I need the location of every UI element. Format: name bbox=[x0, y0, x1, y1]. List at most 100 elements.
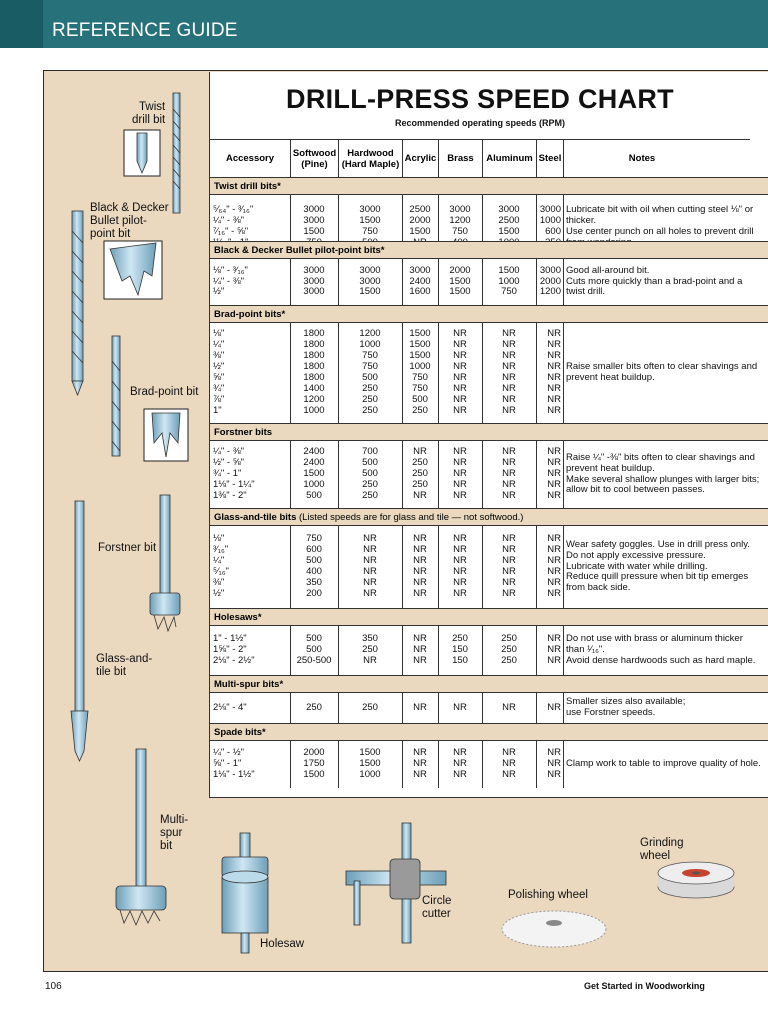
page-number: 106 bbox=[45, 981, 62, 992]
column-divider bbox=[290, 195, 291, 259]
column-divider bbox=[563, 693, 564, 723]
column-divider bbox=[438, 626, 439, 675]
cell-sizes: ¼" - ½" ⅝" - 1" 1⅛" - 1½" bbox=[213, 747, 255, 780]
cell-brass: NR NR NR NR NR bbox=[453, 446, 467, 501]
cell-aluminum: NR NR NR NR NR NR bbox=[502, 533, 516, 599]
column-divider bbox=[438, 526, 439, 608]
column-divider bbox=[536, 526, 537, 608]
column-divider bbox=[563, 741, 564, 788]
cell-steel: NR bbox=[547, 701, 561, 713]
column-divider bbox=[536, 195, 537, 259]
column-divider bbox=[563, 195, 564, 259]
speed-chart-table: DRILL-PRESS SPEED CHART Recommended oper… bbox=[209, 72, 768, 798]
section-heading: Spade bits* bbox=[210, 723, 768, 741]
cell-acrylic: NR NR NR NR NR NR bbox=[413, 533, 427, 599]
cell-brass: NR NR NR bbox=[453, 747, 467, 780]
label-bullet-bit: Black & Decker Bullet pilot- point bit bbox=[90, 202, 169, 240]
cell-sizes: 1" - 1½" 1⅝" - 2" 2⅛" - 2½" bbox=[213, 633, 255, 666]
cell-hardwood: 350 250 NR bbox=[362, 633, 378, 666]
cell-acrylic: NR NR NR bbox=[413, 633, 427, 666]
column-divider bbox=[438, 693, 439, 723]
cell-brass: NR NR NR NR NR NR NR NR bbox=[453, 328, 467, 416]
column-divider bbox=[536, 323, 537, 423]
column-divider bbox=[536, 259, 537, 305]
forstner-bit-icon bbox=[149, 494, 181, 633]
column-divider bbox=[402, 626, 403, 675]
cell-hardwood: 1200 1000 750 750 500 250 250 250 bbox=[359, 328, 381, 416]
cell-acrylic: 3000 2400 1600 bbox=[409, 264, 431, 298]
column-divider bbox=[438, 323, 439, 423]
cell-sizes: ⅛" - ³⁄₁₆" ¼" - ⅜" ½" bbox=[213, 264, 248, 298]
table-header: Accessory Softwood (Pine) Hardwood (Hard… bbox=[210, 139, 750, 178]
table-row: 1" - 1½" 1⅝" - 2" 2⅛" - 2½" 500 500 250-5… bbox=[210, 626, 768, 675]
section-heading-note: (Listed speeds are for glass and tile — … bbox=[296, 512, 524, 523]
cell-notes: Smaller sizes also available; use Forstn… bbox=[566, 696, 686, 718]
cell-notes: Good all-around bit. Cuts more quickly t… bbox=[566, 264, 743, 298]
table-row: ⅛" ¼" ⅜" ½" ⅝" ¾" ⅞" 1" 1800 1800 1800 18… bbox=[210, 323, 768, 423]
multi-spur-bit-icon bbox=[115, 748, 167, 927]
cell-hardwood: 700 500 500 250 250 bbox=[362, 446, 378, 501]
column-divider bbox=[290, 626, 291, 675]
column-divider bbox=[338, 195, 339, 259]
label-brad-point: Brad-point bit bbox=[130, 386, 199, 398]
section-heading: Forstner bits bbox=[210, 423, 768, 441]
section-heading-label: Twist drill bits* bbox=[214, 181, 281, 192]
cell-softwood: 500 500 250-500 bbox=[296, 633, 332, 666]
cell-sizes: ⅛" ¼" ⅜" ½" ⅝" ¾" ⅞" 1" bbox=[213, 328, 225, 416]
cell-softwood: 1800 1800 1800 1800 1800 1400 1200 1000 bbox=[303, 328, 325, 416]
cell-hardwood: 3000 3000 1500 bbox=[359, 264, 381, 298]
col-acrylic: Acrylic bbox=[402, 140, 438, 177]
column-divider bbox=[482, 323, 483, 423]
col-hardwood: Hardwood (Hard Maple) bbox=[338, 140, 402, 177]
column-divider bbox=[482, 693, 483, 723]
cell-aluminum: NR NR NR bbox=[502, 747, 516, 780]
col-softwood: Softwood (Pine) bbox=[290, 140, 338, 177]
cell-hardwood: NR NR NR NR NR NR bbox=[363, 533, 377, 599]
circle-cutter-icon bbox=[345, 822, 447, 944]
column-divider bbox=[338, 441, 339, 508]
column-divider bbox=[438, 741, 439, 788]
cell-hardwood: 250 bbox=[362, 701, 378, 713]
column-divider bbox=[402, 526, 403, 608]
column-divider bbox=[402, 259, 403, 305]
column-divider bbox=[536, 626, 537, 675]
cell-notes: Clamp work to table to improve quality o… bbox=[566, 758, 761, 770]
cell-aluminum: 250 250 250 bbox=[501, 633, 517, 666]
col-steel: Steel bbox=[536, 140, 563, 177]
page-title: DRILL-PRESS SPEED CHART bbox=[286, 84, 674, 114]
column-divider bbox=[438, 441, 439, 508]
table-row: ⅛" ³⁄₁₆" ¼" ⁵⁄₁₆" ⅜" ½"750 600 500 400 3… bbox=[210, 526, 768, 608]
section-heading-label: Brad-point bits* bbox=[214, 309, 286, 320]
label-forstner: Forstner bit bbox=[98, 542, 157, 554]
cell-brass: 250 150 150 bbox=[452, 633, 468, 666]
col-accessory: Accessory bbox=[225, 153, 275, 164]
glass-tile-bit-icon bbox=[70, 500, 89, 762]
bullet-bit-icon bbox=[71, 210, 163, 397]
cell-sizes: ⅛" ³⁄₁₆" ¼" ⁵⁄₁₆" ⅜" ½" bbox=[213, 533, 229, 599]
column-divider bbox=[290, 441, 291, 508]
cell-acrylic: NR 250 250 250 NR bbox=[412, 446, 428, 501]
label-polishing-wheel: Polishing wheel bbox=[508, 889, 588, 901]
cell-aluminum: NR NR NR NR NR NR NR NR bbox=[502, 328, 516, 416]
section-heading-label: Holesaws* bbox=[214, 612, 262, 623]
cell-softwood: 250 bbox=[306, 701, 322, 713]
cell-sizes: ¼" - ⅜" ½" - ⅝" ¾" - 1" 1⅛" - 1¼" 1⅜" - … bbox=[213, 446, 255, 501]
column-divider bbox=[338, 323, 339, 423]
column-divider bbox=[290, 526, 291, 608]
col-aluminum: Aluminum bbox=[482, 140, 536, 177]
cell-brass: NR bbox=[453, 701, 467, 713]
column-divider bbox=[563, 441, 564, 508]
label-circle-cutter: Circle cutter bbox=[422, 895, 452, 920]
twist-drill-bit-icon bbox=[123, 92, 181, 214]
cell-notes: Wear safety goggles. Use in drill press … bbox=[566, 538, 750, 594]
cell-steel: NR NR NR NR NR NR NR NR bbox=[547, 328, 561, 416]
cell-aluminum: 1500 1000 750 bbox=[498, 264, 520, 298]
column-divider bbox=[482, 259, 483, 305]
cell-steel: NR NR NR bbox=[547, 747, 561, 780]
banner-tab bbox=[0, 0, 43, 48]
label-glass-tile: Glass-and- tile bit bbox=[96, 653, 153, 678]
cell-brass: 2000 1500 1500 bbox=[449, 264, 471, 298]
